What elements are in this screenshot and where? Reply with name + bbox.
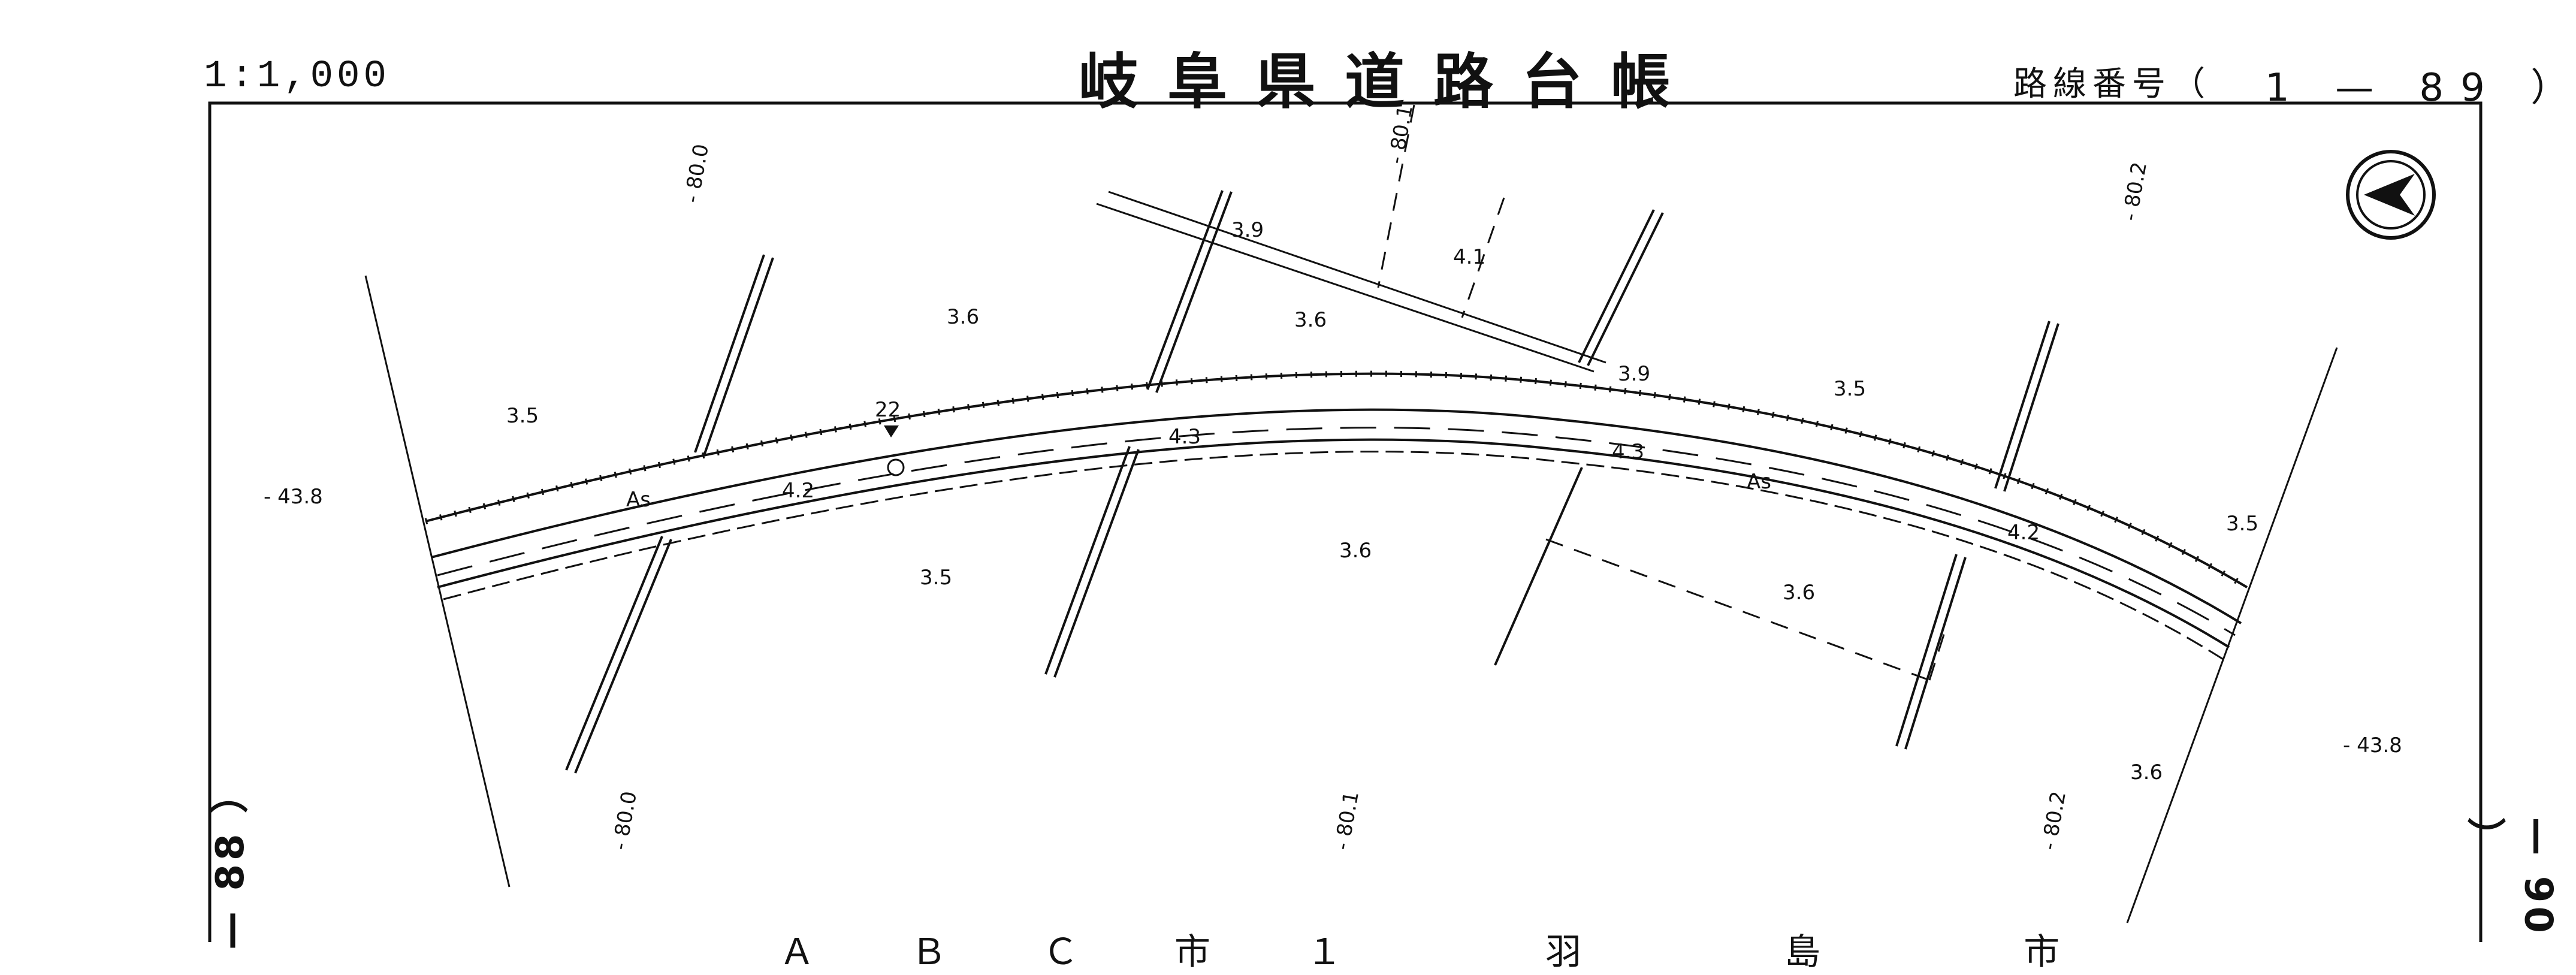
route-marker-label: 22 [875, 398, 901, 422]
elevation-label: 3.5 [506, 404, 539, 428]
elevation-label: 3.6 [1294, 308, 1327, 332]
road-width-label: 4.2 [782, 479, 814, 503]
elevation-label: 4.1 [1453, 245, 1485, 269]
elevation-label: 3.6 [1783, 581, 1815, 605]
road-width-label: 4.3 [1168, 425, 1201, 449]
road-annotations: 4.2 4.3 4.3 4.2 As As 22 [626, 398, 2040, 545]
contour-label: - 80.2 [2037, 789, 2071, 852]
page-title: 岐阜県道路台帳 [1079, 47, 1699, 117]
elevation-label: 3.5 [1834, 377, 1866, 401]
contour-label: - 80.0 [608, 789, 642, 852]
contour-label: - 80.1 [1384, 103, 1418, 165]
contour-labels: - 80.0 - 80.1 - 80.2 - 80.0 - 80.1 - 80.… [264, 103, 2402, 852]
north-arrow-icon [2346, 150, 2436, 240]
elevation-label: 3.5 [2226, 512, 2258, 536]
grid-label: - 43.8 [2343, 733, 2402, 757]
elevation-label: 3.6 [2130, 760, 2163, 784]
contour-label: - 80.2 [2118, 160, 2152, 222]
road-width-label: 4.3 [1612, 440, 1644, 464]
surface-label: As [1747, 470, 1771, 494]
elevation-label: 3.9 [1231, 218, 1264, 242]
spot-elevations: 3.5 3.6 3.9 4.1 3.6 3.9 3.5 3.5 3.6 3.5 … [506, 218, 2258, 784]
elevation-label: 3.6 [947, 305, 979, 329]
elevation-label: 3.6 [1339, 539, 1372, 563]
surface-label: As [626, 488, 651, 512]
road-main [424, 370, 2249, 660]
planned-lines [1377, 104, 1949, 681]
contour-label: - 80.1 [1330, 789, 1364, 852]
route-marker-icon [884, 425, 899, 437]
road-crossings [565, 190, 2059, 774]
road-ledger-map: - 80.0 - 80.1 - 80.2 - 80.0 - 80.1 - 80.… [208, 101, 2483, 942]
map-frame [208, 101, 2483, 942]
route-number-label: 路線番号（ [2013, 65, 2211, 104]
survey-point-icon [887, 458, 905, 476]
grid-label: - 43.8 [264, 485, 323, 509]
contour-label: - 80.0 [680, 142, 714, 204]
bottom-caption: ＡＢＣ市１ 羽 島 市 [779, 931, 2156, 973]
road-width-label: 4.2 [2007, 521, 2040, 545]
elevation-label: 3.5 [920, 566, 952, 590]
elevation-label: 3.9 [1618, 362, 1650, 386]
map-scale: 1:1,000 [204, 55, 390, 98]
parcel-boundaries [364, 191, 2338, 923]
